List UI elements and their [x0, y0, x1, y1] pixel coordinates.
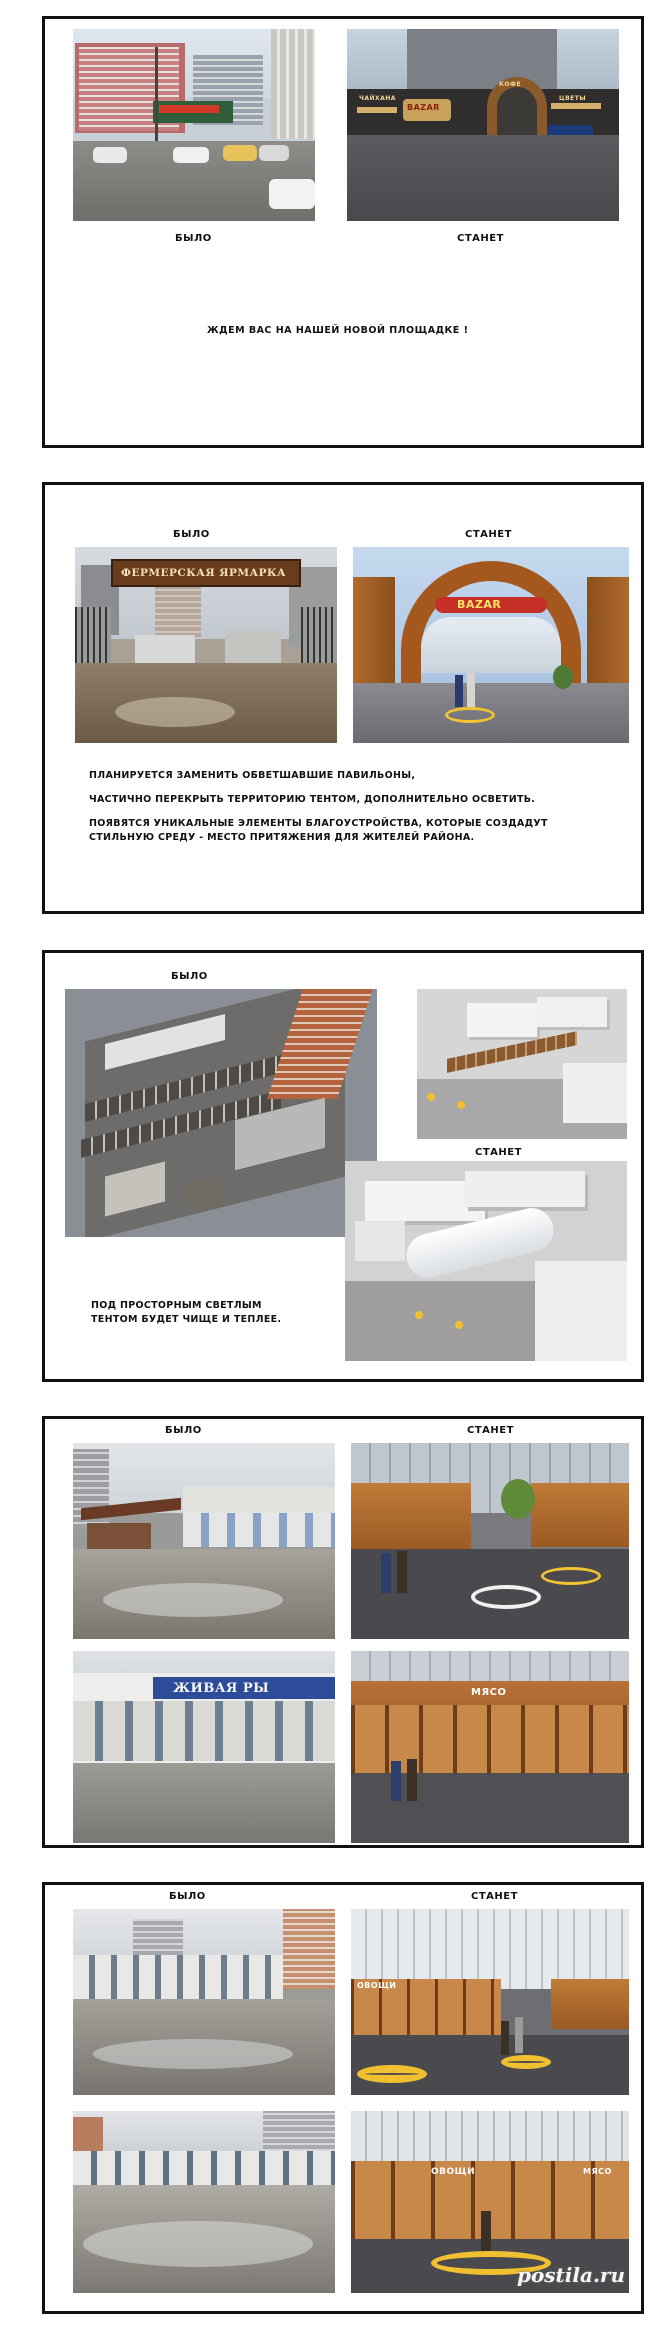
- after-label: СТАНЕТ: [465, 529, 512, 540]
- description-line-1: ПЛАНИРУЕТСЯ ЗАМЕНИТЬ ОБВЕТШАВШИЕ ПАВИЛЬО…: [89, 770, 416, 781]
- before-label: БЫЛО: [171, 971, 208, 982]
- meat-sign: МЯСО: [471, 1687, 507, 1698]
- shop-sign-1: ЧАЙХАНА: [359, 95, 396, 102]
- after-label: СТАНЕТ: [467, 1425, 514, 1436]
- panel-4: БЫЛО СТАНЕТ ЖИВАЯ РЫ МЯСО: [42, 1416, 644, 1848]
- description-line-3: ПОЯВЯТСЯ УНИКАЛЬНЫЕ ЭЛЕМЕНТЫ БЛАГОУСТРОЙ…: [89, 818, 548, 829]
- invitation-message: ЖДЕМ ВАС НА НАШЕЙ НОВОЙ ПЛОЩАДКЕ !: [207, 325, 469, 336]
- shop-sign-2: ЦВЕТЫ: [559, 95, 587, 102]
- description-line-2: ТЕНТОМ БУДЕТ ЧИЩЕ И ТЕПЛЕЕ.: [91, 1314, 282, 1325]
- after-render-arch-entrance: BAZAR: [353, 547, 629, 743]
- before-label: БЫЛО: [165, 1425, 202, 1436]
- meat-sign: МЯСО: [583, 2167, 612, 2176]
- before-photo-pavilions: [73, 1909, 335, 2095]
- after-label: СТАНЕТ: [471, 1891, 518, 1902]
- before-label: БЫЛО: [169, 1891, 206, 1902]
- after-render-tent-hall: ОВОЩИ: [351, 1909, 629, 2095]
- panel-3: БЫЛО СТАНЕТ ПОД ПРОСТОРНЫМ СВЕТЛЫМ ТЕНТО…: [42, 950, 644, 1382]
- bazar-sign: BAZAR: [457, 598, 502, 611]
- after-render-veg-meat-stalls: ОВОЩИ МЯСО postila.ru: [351, 2111, 629, 2293]
- kiosk-sign: ЖИВАЯ РЫ: [173, 1681, 270, 1696]
- description-line-4: СТИЛЬНУЮ СРЕДУ - МЕСТО ПРИТЯЖЕНИЯ ДЛЯ ЖИ…: [89, 832, 475, 843]
- veg-sign: ОВОЩИ: [357, 1981, 397, 1990]
- before-photo-wet-yard: [73, 2111, 335, 2293]
- after-render-tent-interior: [351, 1443, 629, 1639]
- panel-1: ЧАЙХАНА КОФЕ ЦВЕТЫ BAZAR БЫЛО СТАНЕТ ЖДЕ…: [42, 16, 644, 448]
- before-photo-aerial: [65, 989, 377, 1237]
- after-render-meat-stalls: МЯСО: [351, 1651, 629, 1843]
- before-photo-street: [73, 29, 315, 221]
- fair-gate-sign: ФЕРМЕРСКАЯ ЯРМАРКА: [121, 567, 287, 579]
- after-render-aerial-tent: [345, 1161, 627, 1361]
- before-photo-fair-gate: ФЕРМЕРСКАЯ ЯРМАРКА: [75, 547, 337, 743]
- shop-sign-3: КОФЕ: [499, 81, 522, 88]
- before-photo-puddles: [73, 1443, 335, 1639]
- after-label: СТАНЕТ: [457, 233, 504, 244]
- after-render-facade: ЧАЙХАНА КОФЕ ЦВЕТЫ BAZAR: [347, 29, 619, 221]
- bazar-sign: BAZAR: [407, 103, 440, 112]
- panel-2: БЫЛО СТАНЕТ ФЕРМЕРСКАЯ ЯРМАРКА BAZAR ПЛА…: [42, 482, 644, 914]
- watermark: postila.ru: [516, 2263, 625, 2287]
- before-label: БЫЛО: [175, 233, 212, 244]
- after-label: СТАНЕТ: [475, 1147, 522, 1158]
- description-line-1: ПОД ПРОСТОРНЫМ СВЕТЛЫМ: [91, 1300, 262, 1311]
- before-label: БЫЛО: [173, 529, 210, 540]
- panel-5: БЫЛО СТАНЕТ ОВОЩИ ОВОЩИ МЯСО posti: [42, 1882, 644, 2314]
- before-photo-kiosk-row: ЖИВАЯ РЫ: [73, 1651, 335, 1843]
- description-line-2: ЧАСТИЧНО ПЕРЕКРЫТЬ ТЕРРИТОРИЮ ТЕНТОМ, ДО…: [89, 794, 536, 805]
- veg-sign: ОВОЩИ: [431, 2167, 476, 2177]
- after-render-aerial-top: [417, 989, 627, 1139]
